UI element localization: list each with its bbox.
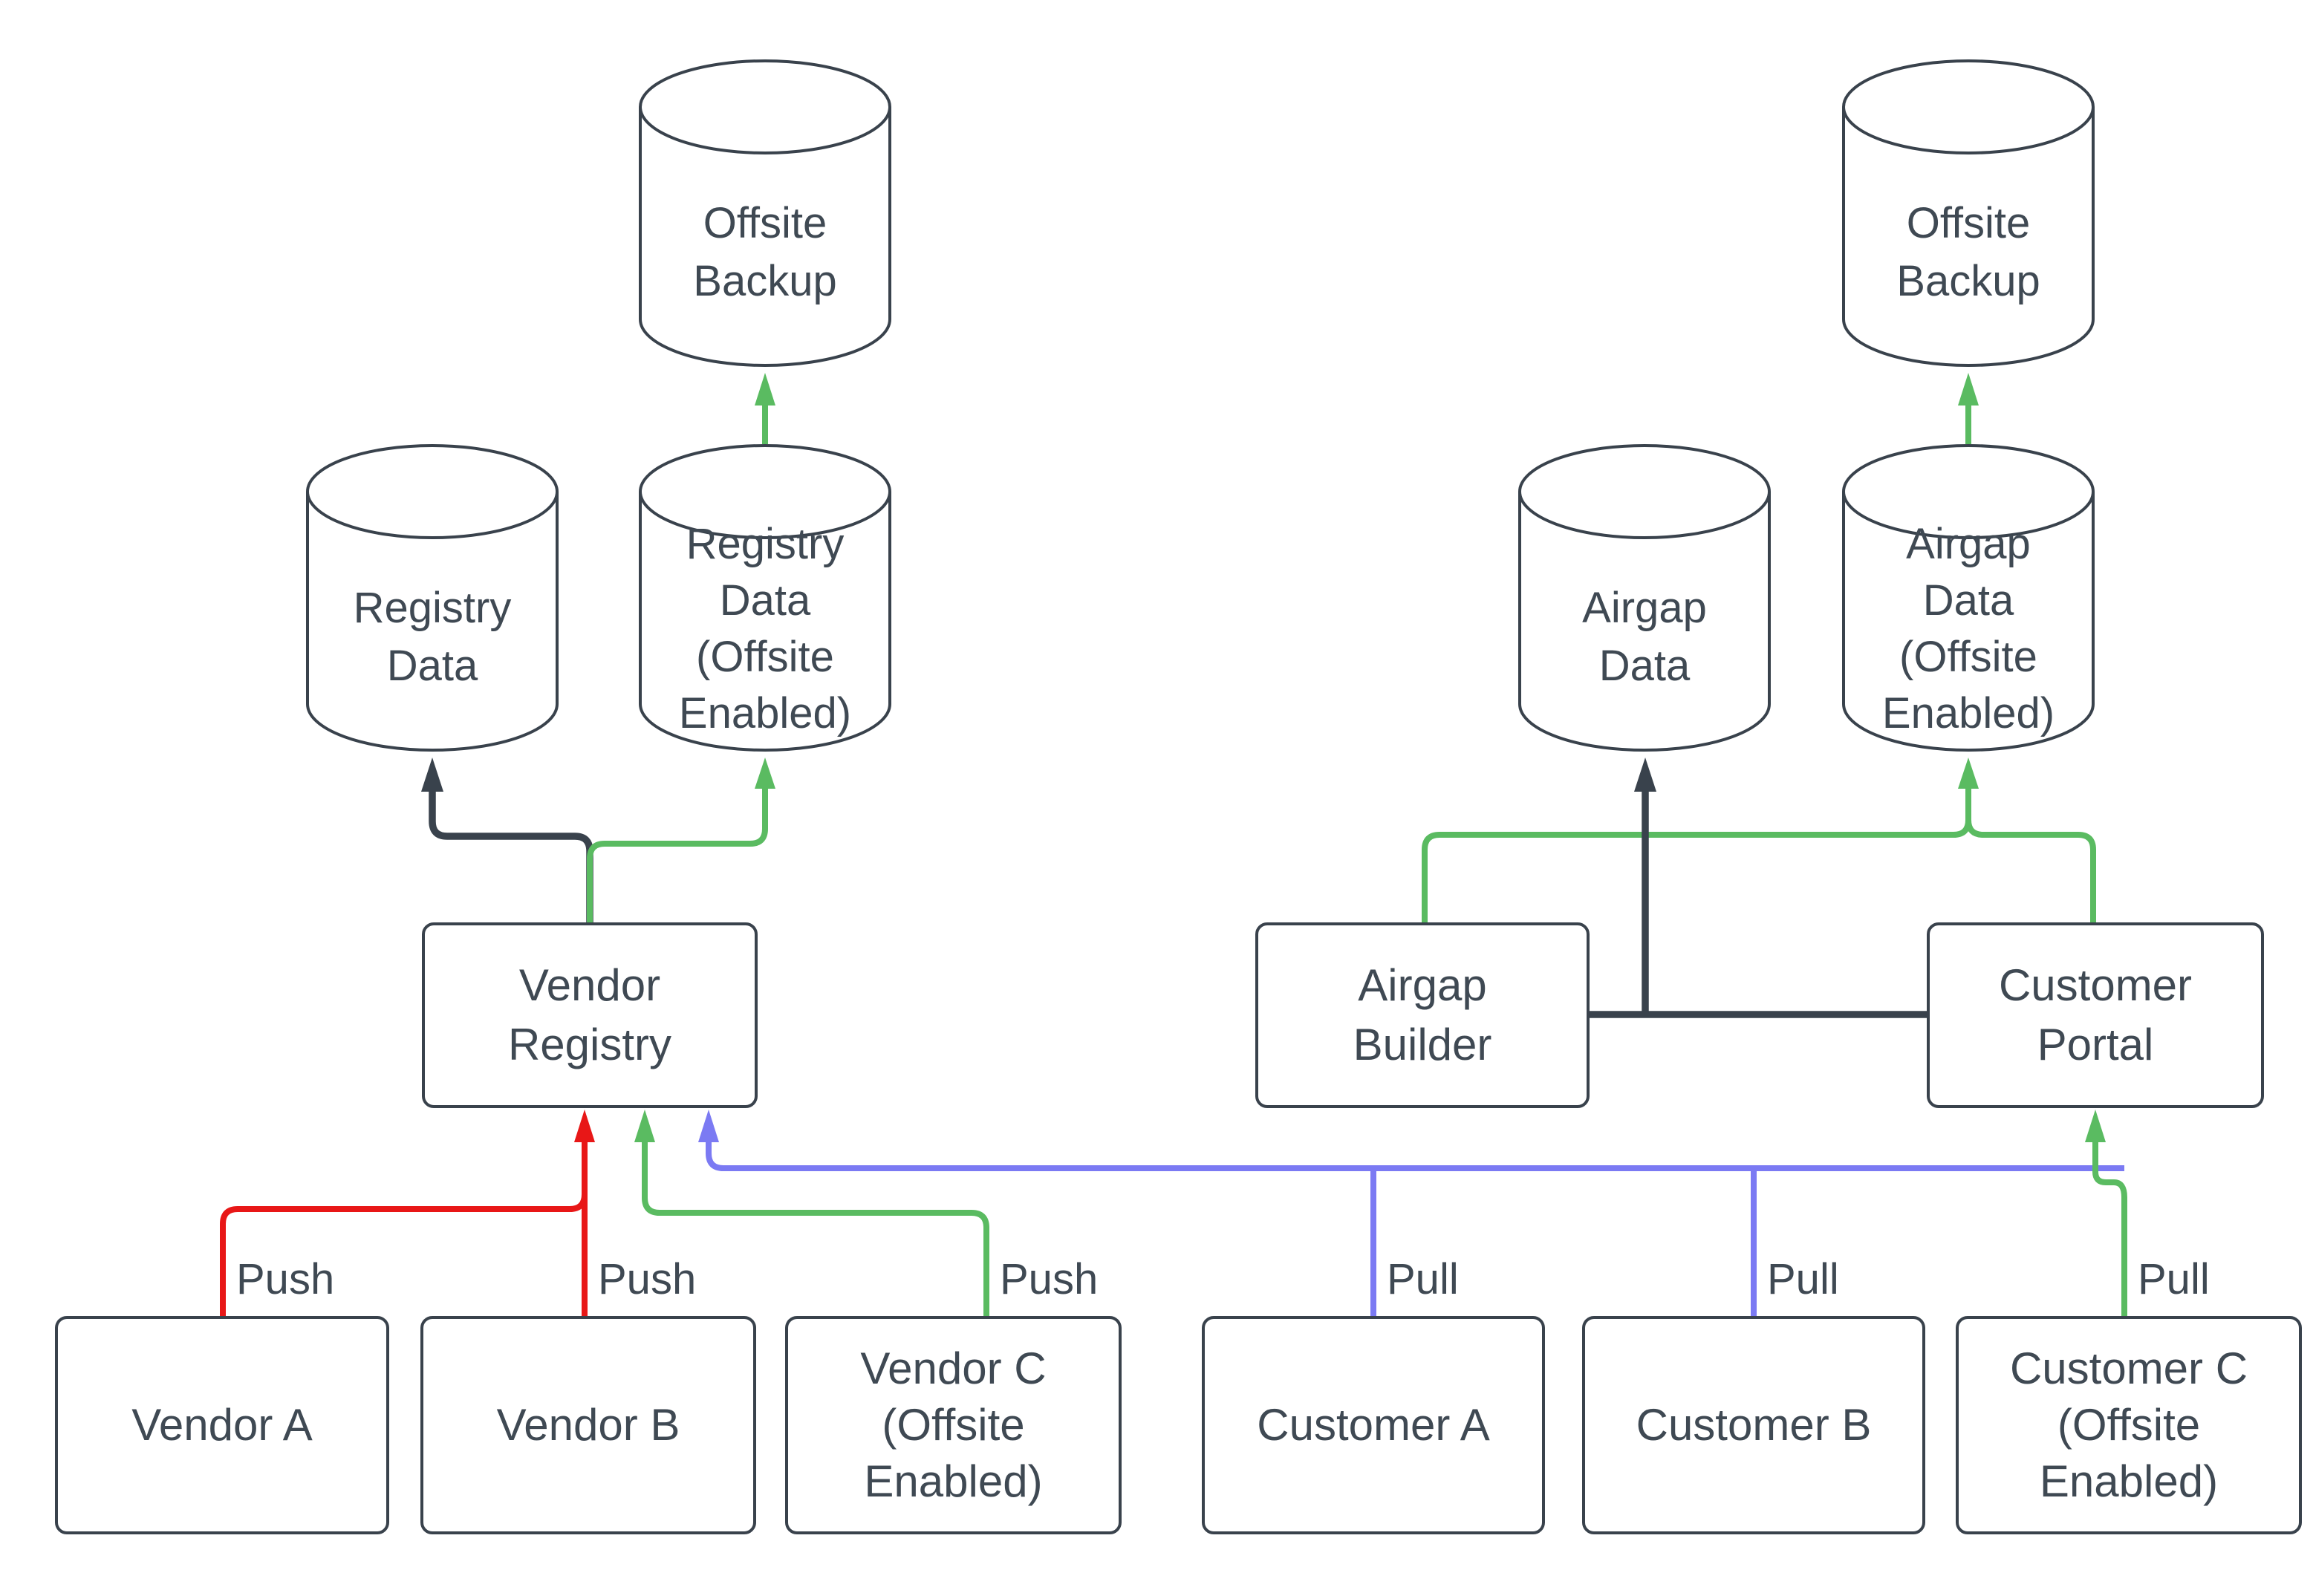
node-customer-b: Customer B xyxy=(1582,1316,1925,1534)
node-label: Airgap Data xyxy=(1582,584,1707,690)
arrowhead-dark-airgap-data xyxy=(1634,758,1656,792)
database-cylinder-icon xyxy=(1842,444,2095,752)
edge-label-pull-customer-c: Pull xyxy=(2138,1255,2210,1303)
edge-airgap-builder-to-airgap-data-offsite xyxy=(1422,758,2096,922)
edge-label-pull-customer-a: Pull xyxy=(1387,1255,1459,1303)
database-cylinder-icon xyxy=(1518,444,1771,752)
cylinder-top xyxy=(306,444,559,539)
edge-label-push-vendor-c: Push xyxy=(1000,1255,1099,1303)
cylinder-body xyxy=(1842,107,2095,367)
node-airgap-data-offsite: Airgap Data (Offsite Enabled) xyxy=(1841,443,2096,755)
node-label: Customer B xyxy=(1636,1400,1872,1450)
cylinder-top xyxy=(639,444,891,539)
cylinder-body xyxy=(306,492,559,752)
database-cylinder-icon xyxy=(1842,59,2095,367)
arrowhead-green-registry-data-offsite xyxy=(755,758,775,789)
cylinder-top xyxy=(1518,444,1771,539)
edge-builder-portal-to-airgap-data xyxy=(1590,758,1927,1018)
arrowhead-green-airgap-data-offsite xyxy=(1958,758,1979,789)
node-label: Airgap Data (Offsite Enabled) xyxy=(1881,520,2055,737)
arrowhead-red-vendor-registry xyxy=(574,1110,595,1142)
edge-label-push-vendor-a: Push xyxy=(236,1255,335,1303)
node-label: Vendor A xyxy=(131,1400,313,1450)
arrowhead-green-customer-portal xyxy=(2085,1110,2106,1142)
node-vendor-c: Vendor C (Offsite Enabled) xyxy=(785,1316,1122,1534)
arrowhead-dark-registry-data xyxy=(421,758,443,792)
cylinder-top xyxy=(639,59,891,154)
database-cylinder-icon xyxy=(639,444,891,752)
arrowhead-green-vendor-registry xyxy=(634,1110,655,1142)
node-label: Airgap Builder xyxy=(1353,960,1492,1069)
node-offsite-backup-right: Offsite Backup xyxy=(1841,58,2096,370)
arrowhead-green-offsite-backup-right xyxy=(1958,373,1979,405)
cylinder-body xyxy=(1518,492,1771,752)
arrowhead-green-offsite-backup-left xyxy=(755,373,775,405)
edge-label-push-vendor-b: Push xyxy=(598,1255,697,1303)
cylinder-body xyxy=(639,107,891,367)
node-airgap-builder: Airgap Builder xyxy=(1255,922,1590,1108)
node-registry-data-offsite: Registry Data (Offsite Enabled) xyxy=(637,443,893,755)
arrowhead-blue-vendor-registry xyxy=(698,1110,719,1142)
node-label: Registry Data (Offsite Enabled) xyxy=(678,520,852,737)
node-registry-data: Registry Data xyxy=(305,443,560,755)
node-airgap-data: Airgap Data xyxy=(1517,443,1772,755)
edge-customer-c-pull-customer-portal xyxy=(2085,1110,2127,1316)
node-customer-a: Customer A xyxy=(1202,1316,1545,1534)
node-offsite-backup-left: Offsite Backup xyxy=(637,58,893,370)
cylinder-body xyxy=(1842,492,2095,752)
edge-airgap-data-offsite-to-offsite-backup xyxy=(1958,373,1979,444)
node-vendor-a: Vendor A xyxy=(55,1316,389,1534)
node-vendor-registry: Vendor Registry xyxy=(422,922,758,1108)
node-label: Vendor C (Offsite Enabled) xyxy=(860,1343,1047,1506)
cylinder-top xyxy=(1842,444,2095,539)
node-vendor-b: Vendor B xyxy=(420,1316,756,1534)
node-label: Vendor B xyxy=(496,1400,680,1450)
node-customer-portal: Customer Portal xyxy=(1927,922,2264,1108)
database-cylinder-icon xyxy=(639,59,891,367)
cylinder-top xyxy=(1842,59,2095,154)
edge-vendor-registry-to-registry-data xyxy=(421,758,593,922)
node-label: Vendor Registry xyxy=(507,960,672,1069)
node-label: Registry Data xyxy=(353,584,512,690)
node-label: Offsite Backup xyxy=(1896,199,2040,305)
edge-label-pull-customer-b: Pull xyxy=(1767,1255,1839,1303)
edge-registry-data-offsite-to-offsite-backup xyxy=(755,373,775,444)
database-cylinder-icon xyxy=(306,444,559,752)
node-label: Customer Portal xyxy=(1998,960,2193,1069)
node-label: Customer C (Offsite Enabled) xyxy=(2009,1343,2248,1506)
node-customer-c: Customer C (Offsite Enabled) xyxy=(1956,1316,2302,1534)
node-label: Customer A xyxy=(1257,1400,1490,1450)
cylinder-body xyxy=(639,492,891,752)
node-label: Offsite Backup xyxy=(693,199,837,305)
edge-vendor-registry-to-registry-data-offsite xyxy=(587,758,775,922)
